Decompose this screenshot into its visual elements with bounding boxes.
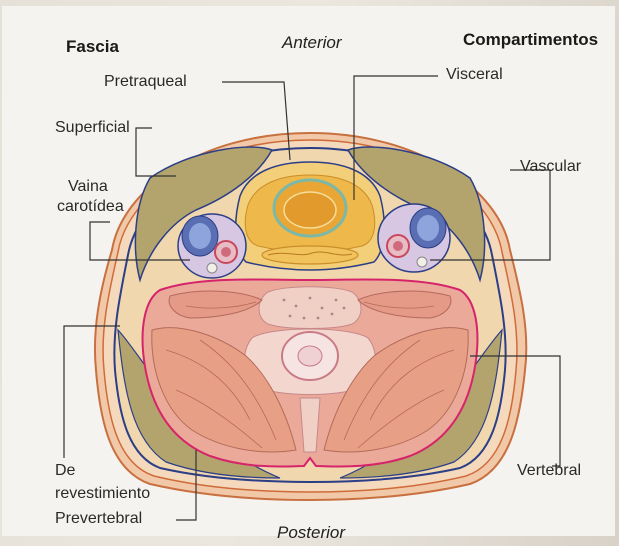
compartments-header: Compartimentos — [463, 30, 598, 50]
carotid-artery-right-lumen — [393, 241, 403, 251]
anterior-label: Anterior — [282, 33, 342, 53]
vascular-label: Vascular — [520, 158, 581, 176]
vaina-label-line1: Vaina — [68, 178, 108, 196]
fascia-header: Fascia — [66, 37, 119, 57]
revestimiento-label-line2: revestimiento — [55, 485, 150, 503]
vertebral-label: Vertebral — [517, 462, 581, 480]
carotid-artery-left-lumen — [221, 247, 231, 257]
pretraqueal-label: Pretraqueal — [104, 73, 187, 91]
trachea-lumen — [284, 192, 336, 228]
spinous-process — [300, 398, 320, 452]
posterior-label: Posterior — [277, 523, 345, 543]
superficial-label: Superficial — [55, 119, 130, 137]
revestimiento-label-line1: De — [55, 462, 75, 480]
vertebral-body — [259, 287, 361, 329]
visceral-label: Visceral — [446, 66, 503, 84]
prevertebral-label: Prevertebral — [55, 510, 142, 528]
vagus-nerve-left — [207, 263, 217, 273]
vagus-nerve-right — [417, 257, 427, 267]
spinal-cord-inner — [298, 346, 322, 366]
jugular-vein-right-inner — [417, 215, 439, 241]
vaina-label-line2: carotídea — [57, 198, 124, 216]
jugular-vein-left-inner — [189, 223, 211, 249]
